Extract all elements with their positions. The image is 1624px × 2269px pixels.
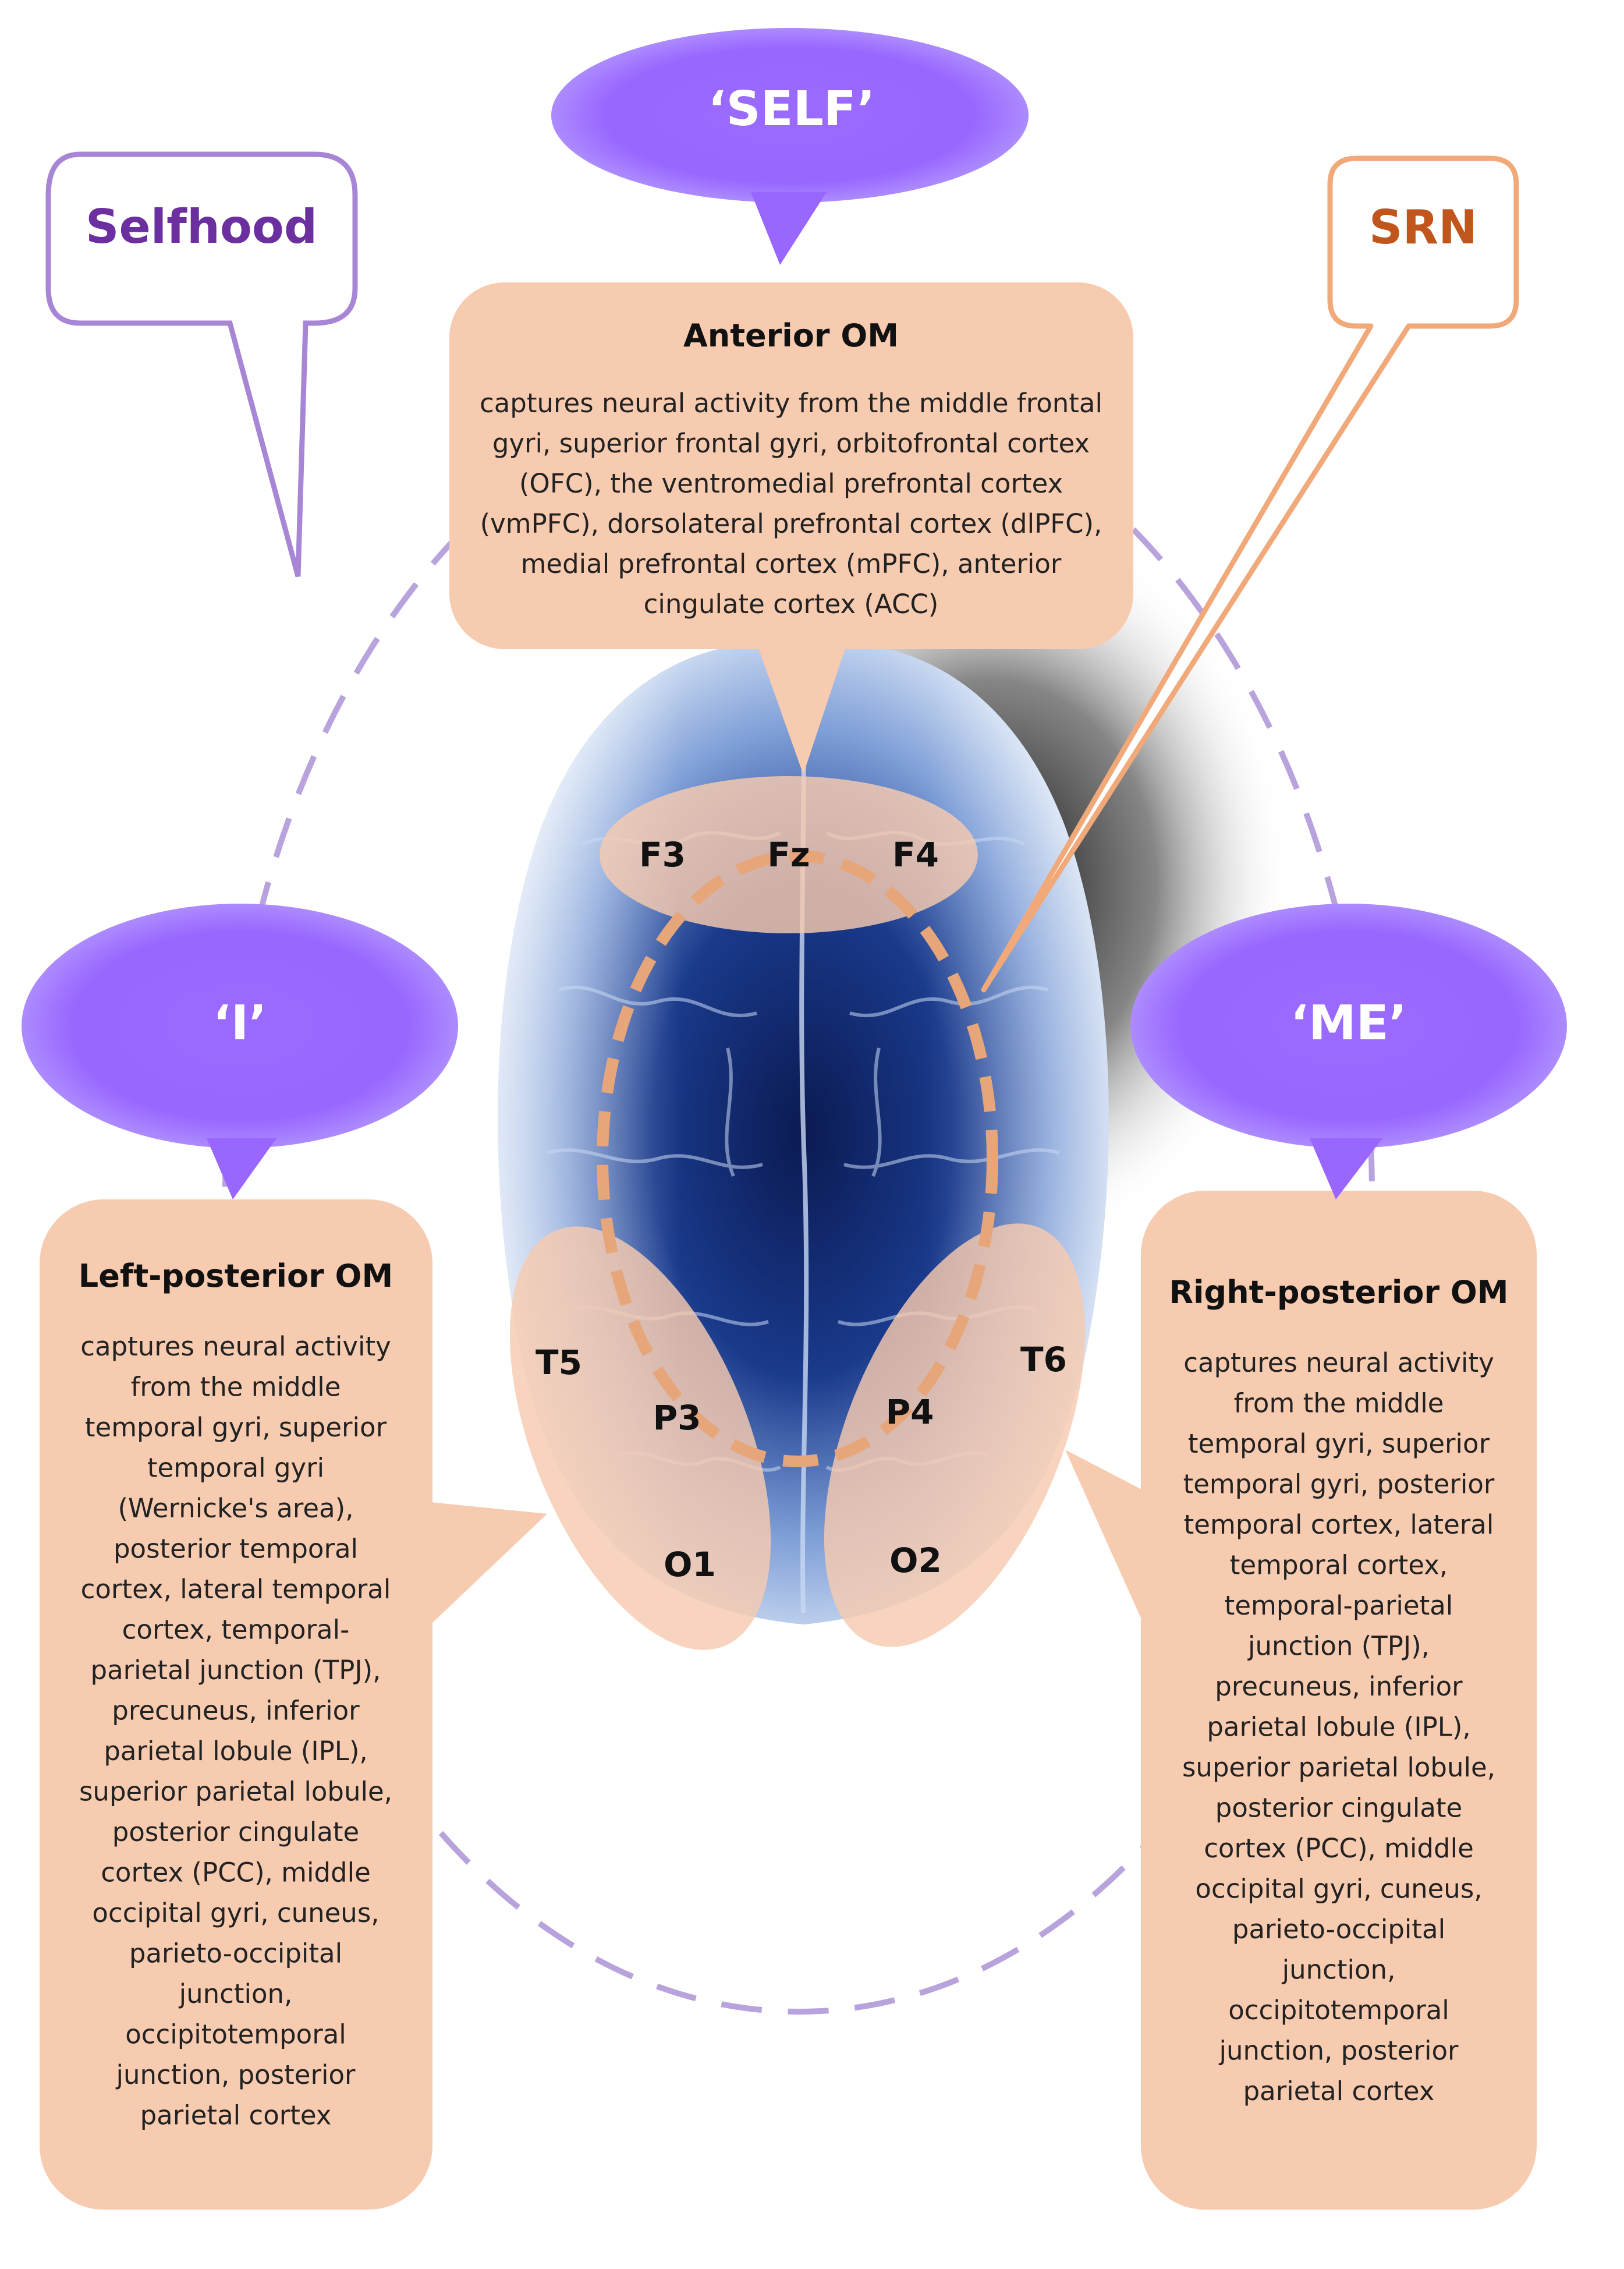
description-line: (vmPFC), dorsolateral prefrontal cortex … [480, 508, 1102, 539]
description-line: cortex, temporal- [122, 1615, 350, 1645]
description-line: junction (TPJ), [1247, 1631, 1430, 1662]
electrode-t5: T5 [536, 1343, 582, 1382]
electrode-o1: O1 [664, 1545, 716, 1584]
description-line: temporal cortex, lateral [1184, 1509, 1494, 1540]
description-line: junction, posterior [116, 2059, 356, 2090]
description-line: junction, posterior [1219, 2036, 1459, 2066]
description-line: from the middle [1234, 1388, 1444, 1419]
description-line: temporal-parietal [1225, 1590, 1453, 1621]
description-line: parieto-occipital [129, 1938, 342, 1969]
description-line: (OFC), the ventromedial prefrontal corte… [519, 468, 1063, 499]
selfhood-callout: Selfhood [45, 151, 358, 578]
description-line: posterior cingulate [1215, 1793, 1462, 1824]
electrode-f4: F4 [892, 835, 939, 875]
description-line: captures neural activity from the middle… [480, 388, 1102, 419]
description-line: junction, [1282, 1955, 1396, 1985]
description-line: parietal junction (TPJ), [91, 1655, 381, 1686]
electrode-f3: F3 [639, 835, 686, 875]
description-line: captures neural activity [80, 1331, 391, 1362]
electrode-p4: P4 [886, 1392, 934, 1432]
description-line: parieto-occipital [1232, 1914, 1445, 1945]
anterior-om-box [449, 282, 1133, 774]
description-line: posterior temporal [114, 1534, 358, 1564]
description-line: occipital gyri, cuneus, [1195, 1874, 1482, 1905]
description-line: parietal lobule (IPL), [104, 1736, 367, 1767]
description-line: temporal gyri, posterior [1183, 1469, 1495, 1500]
right-posterior-om-box [1065, 1191, 1537, 2210]
description-line: from the middle [131, 1372, 341, 1403]
right-posterior-om-title: Right-posterior OM [1169, 1274, 1508, 1311]
left-posterior-om-description: captures neural activity from the middle t… [79, 1331, 392, 2131]
left-posterior-om-box [40, 1199, 547, 2210]
electrode-p3: P3 [653, 1398, 701, 1438]
description-line: posterior cingulate [112, 1817, 359, 1847]
self-bubble: ‘SELF’ [551, 28, 1029, 265]
right-posterior-om-description: captures neural activity from the middle t… [1182, 1347, 1495, 2107]
description-line: parietal cortex [1243, 2076, 1435, 2107]
self-bubble-label: ‘SELF’ [708, 82, 875, 137]
description-line: temporal gyri, superior [85, 1412, 387, 1443]
me-bubble-label: ‘ME’ [1290, 996, 1407, 1051]
description-line: cortex (PCC), middle [101, 1857, 371, 1888]
description-line: superior parietal lobule, [79, 1776, 392, 1807]
description-line: junction, [179, 1978, 293, 2009]
electrode-fz: Fz [767, 835, 810, 875]
electrode-t6: T6 [1020, 1340, 1067, 1379]
srn-callout: SRN [981, 155, 1519, 993]
description-line: temporal cortex, [1230, 1550, 1448, 1581]
anterior-om-description: captures neural activity from the middle… [480, 388, 1102, 620]
anterior-om-title: Anterior OM [683, 317, 899, 354]
description-line: cingulate cortex (ACC) [644, 589, 939, 620]
description-line: parietal cortex [140, 2100, 332, 2131]
description-line: medial prefrontal cortex (mPFC), anterio… [521, 548, 1062, 579]
description-line: parietal lobule (IPL), [1207, 1712, 1470, 1743]
description-line: temporal gyri, superior [1188, 1428, 1490, 1459]
selfhood-label: Selfhood [86, 200, 317, 254]
description-line: cortex, lateral temporal [81, 1574, 391, 1605]
description-line: superior parietal lobule, [1182, 1752, 1495, 1783]
description-line: precuneus, inferior [1215, 1671, 1463, 1702]
right-posterior-electrode-region [824, 1223, 1086, 1647]
me-bubble: ‘ME’ [1130, 904, 1567, 1199]
description-line: cortex (PCC), middle [1204, 1833, 1474, 1864]
electrode-o2: O2 [889, 1541, 942, 1580]
description-line: temporal gyri [147, 1453, 324, 1484]
left-posterior-electrode-region [509, 1226, 771, 1650]
left-posterior-om-title: Left-posterior OM [79, 1258, 393, 1294]
description-line: captures neural activity [1183, 1347, 1494, 1378]
description-line: gyri, superior frontal gyri, orbitofront… [492, 428, 1090, 459]
i-bubble: ‘I’ [22, 904, 458, 1199]
description-line: occipitotemporal [125, 2019, 346, 2050]
description-line: occipitotemporal [1228, 1995, 1449, 2026]
i-bubble-label: ‘I’ [213, 996, 267, 1051]
srn-dashed-oval [597, 850, 998, 1467]
description-line: precuneus, inferior [112, 1695, 360, 1726]
description-line: (Wernicke's area), [118, 1493, 353, 1524]
description-line: occipital gyri, cuneus, [92, 1898, 379, 1928]
srn-label: SRN [1369, 200, 1477, 254]
